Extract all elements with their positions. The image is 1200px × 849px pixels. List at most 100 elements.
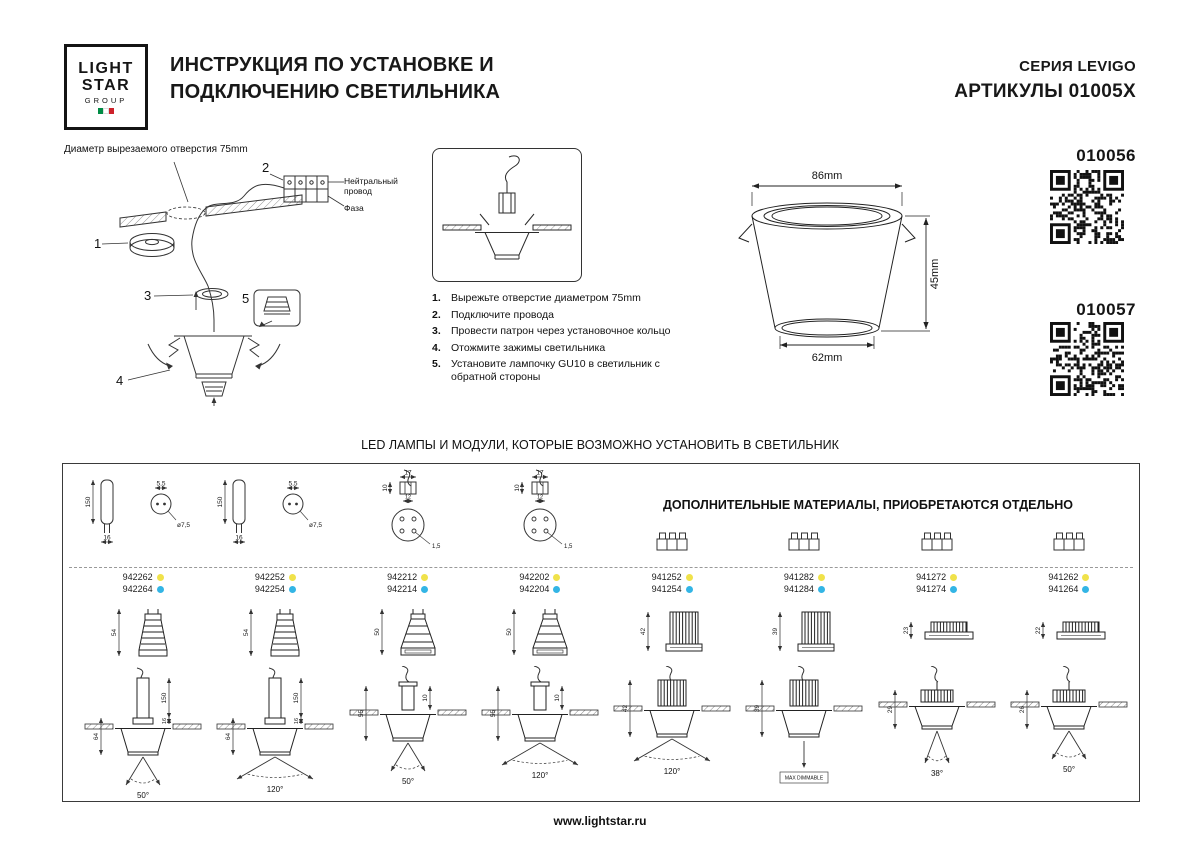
logo-text: LIGHT (78, 60, 134, 77)
recessed-install-view: 150 16 64 120° (216, 667, 334, 794)
fixture-section-icon (442, 155, 572, 260)
product-code-row: 942214 (387, 584, 429, 594)
lamp-top-area: 17 10 12 1,5 (474, 468, 606, 558)
svg-text:42: 42 (622, 705, 629, 713)
fixture-dimensions-drawing: 86mm 45mm 62mm (738, 170, 941, 364)
product-code-row: 941254 (652, 584, 693, 594)
title-line-2: ПОДКЛЮЧЕНИЮ СВЕТИЛЬНИКА (170, 81, 501, 103)
product-code-row: 941274 (916, 584, 958, 594)
svg-text:120°: 120° (267, 785, 284, 794)
install-drawing-area: 39 MAX DIMMABLE (738, 666, 870, 800)
lamp-top-area (871, 468, 1003, 559)
lamp-drawing-area: 54 (77, 604, 209, 664)
article-number-010057: 010057 (1076, 300, 1136, 319)
dim-bottom-label: 62mm (812, 352, 843, 364)
logo-text: STAR (81, 77, 131, 94)
instruction-step: 4.Отожмите зажимы светильника (432, 342, 700, 355)
lamp-top-area (738, 468, 870, 559)
step-number: 3. (432, 325, 441, 337)
instruction-step: 3.Провести патрон через установочное кол… (432, 325, 700, 338)
product-code: 942212 (387, 572, 418, 582)
svg-text:54: 54 (111, 629, 118, 637)
product-code-row: 942204 (519, 584, 561, 594)
hole-diameter-label: Диаметр вырезаемого отверстия 75mm (64, 144, 248, 155)
recessed-install-view: 39 MAX DIMMABLE (745, 666, 863, 784)
wire-connector-icon (786, 528, 822, 559)
wire-connector-icon (654, 528, 690, 559)
qr-code-010056 (1050, 170, 1124, 244)
svg-text:10: 10 (554, 694, 561, 702)
led-module-side-view: 22 (1035, 621, 1106, 640)
callout-2: 2 (262, 160, 269, 175)
product-code-row: 941262 (1048, 572, 1090, 582)
lamp-side-view: 54 (243, 609, 300, 657)
svg-text:16: 16 (162, 718, 168, 724)
svg-text:17: 17 (536, 470, 544, 477)
install-drawing-area: 26 50° (1003, 666, 1135, 800)
logo-text: GROUP (84, 96, 128, 105)
recessed-install-view: 42 120° (613, 666, 731, 776)
lamp-drawing-area: 39 (738, 604, 870, 664)
svg-text:150: 150 (161, 692, 168, 703)
instruction-step: 1.Вырежьте отверстие диаметром 75mm (432, 292, 700, 305)
title-line-1: ИНСТРУКЦИЯ ПО УСТАНОВКЕ И (170, 54, 494, 76)
blue-dot-icon (817, 585, 825, 593)
product-code: 941272 (916, 572, 947, 582)
svg-text:29: 29 (887, 706, 894, 714)
install-drawing-area: 29 38° (871, 666, 1003, 800)
svg-text:5,5: 5,5 (289, 481, 298, 488)
svg-text:10: 10 (514, 484, 521, 492)
product-code-row: 942264 (123, 584, 164, 594)
svg-text:55: 55 (490, 710, 497, 718)
install-drawing-area: 150 16 64 120° (209, 666, 341, 800)
lamp-side-view: 54 (111, 609, 168, 657)
product-code: 942214 (387, 584, 418, 594)
neutral-wire-label: Нейтральный провод (344, 176, 398, 196)
header-right: СЕРИЯ LEVIGO АРТИКУЛЫ 01005X (700, 58, 1136, 103)
lamp-side-view: 50 (374, 609, 436, 656)
blue-dot-icon (421, 585, 429, 593)
lamp-drawing-area: 50 (474, 604, 606, 664)
product-code: 942262 (122, 572, 153, 582)
lamp-drawing-area: 54 (209, 604, 341, 664)
svg-text:50°: 50° (1063, 765, 1075, 774)
wire-connector-icon (1051, 528, 1087, 559)
step-number: 2. (432, 308, 441, 321)
svg-text:23: 23 (903, 627, 910, 635)
install-drawing-area: 42 120° (606, 666, 738, 800)
svg-text:150: 150 (85, 496, 92, 507)
svg-text:1,5: 1,5 (564, 544, 573, 550)
svg-text:64: 64 (93, 733, 100, 741)
product-code: 941274 (916, 584, 947, 594)
step-text: Отожмите зажимы светильника (451, 341, 606, 354)
yellow-dot-icon (553, 573, 561, 581)
svg-text:42: 42 (640, 628, 647, 636)
italy-flag-icon (98, 108, 115, 114)
lamp-top-view-icon: 17 10 12 1,5 (382, 470, 441, 551)
svg-text:54: 54 (243, 629, 250, 637)
recessed-install-view: 150 16 64 50° (84, 667, 202, 800)
product-code: 941252 (651, 572, 682, 582)
led-module-side-view: 42 (640, 611, 703, 652)
lamp-top-area (1003, 468, 1135, 559)
led-module-side-view: 23 (903, 621, 974, 640)
svg-text:39: 39 (754, 705, 761, 713)
callout-3: 3 (144, 288, 151, 303)
step-text: Установите лампочку GU10 в светильник с … (451, 358, 660, 383)
lamp-top-area (606, 468, 738, 559)
svg-text:50°: 50° (402, 777, 414, 786)
led-column-1: 150 16 5,5 ø7,5 942262 942264 54 150 16 6… (77, 464, 209, 801)
instruction-step: 2.Подключите провода (432, 309, 700, 322)
wire-connector-icon (919, 528, 955, 559)
product-code-row: 942212 (387, 572, 429, 582)
lamp-top-area: 150 16 5,5 ø7,5 (77, 468, 209, 560)
install-drawing-area: 10 55 50° (342, 666, 474, 800)
page-title: ИНСТРУКЦИЯ ПО УСТАНОВКЕ И ПОДКЛЮЧЕНИЮ СВ… (170, 52, 500, 106)
svg-text:10: 10 (422, 694, 429, 702)
svg-text:5,5: 5,5 (157, 481, 166, 488)
lamp-side-view: 50 (506, 609, 568, 656)
articles-label: АРТИКУЛЫ 01005X (954, 81, 1136, 102)
